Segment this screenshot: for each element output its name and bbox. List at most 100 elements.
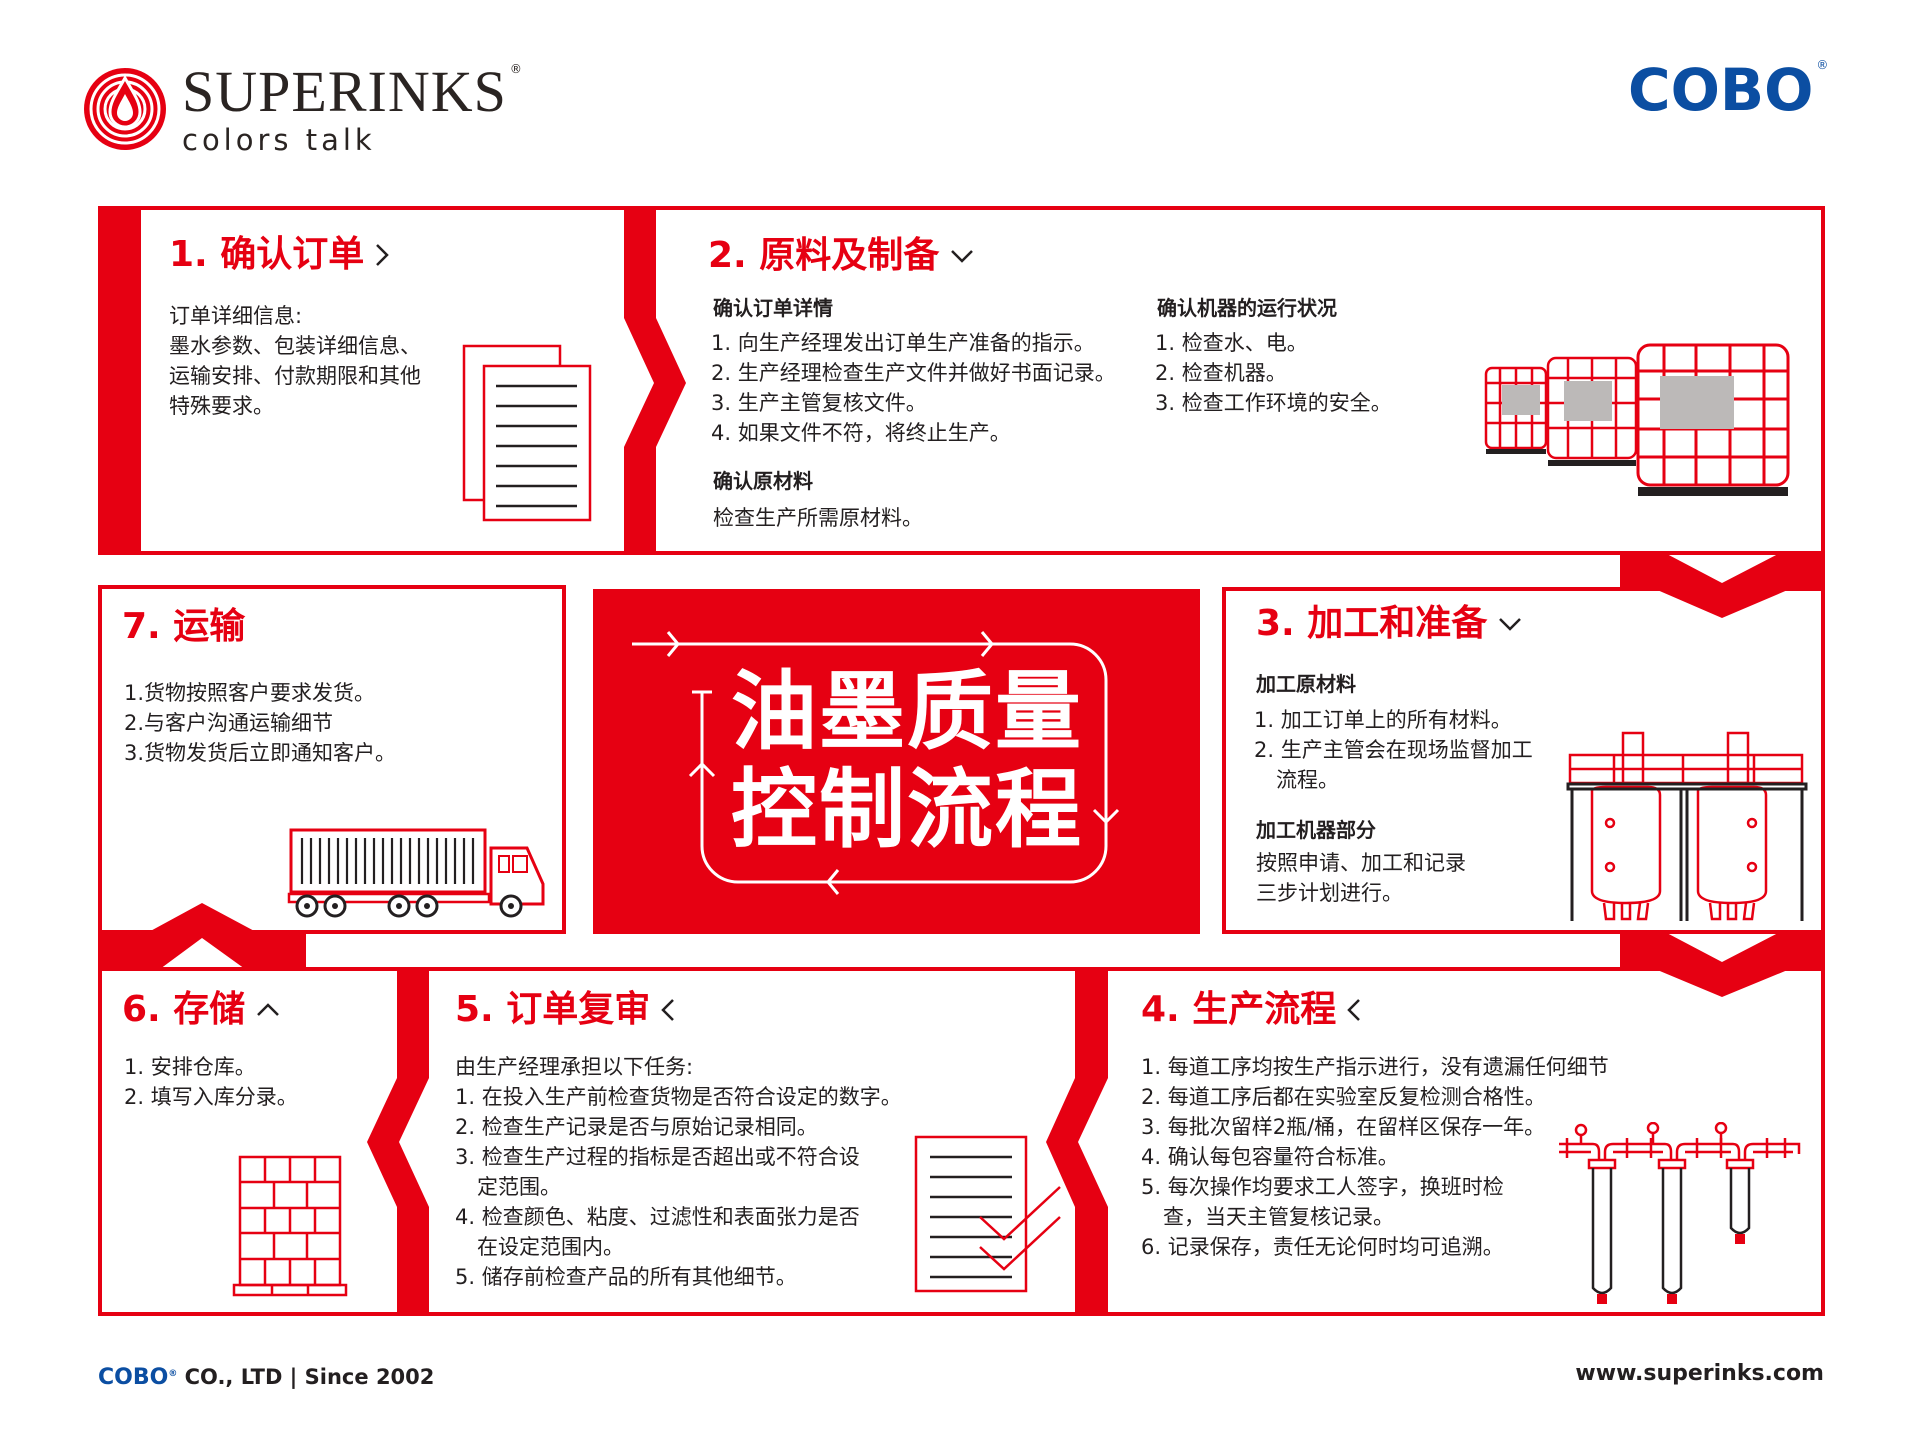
- list-item: 1. 安排仓库。: [124, 1055, 256, 1079]
- chevron-right-icon: [376, 244, 390, 266]
- step3-title: 3. 加工和准备: [1256, 604, 1523, 644]
- step5-title: 5. 订单复审: [455, 990, 676, 1030]
- cobo-logo: COBO ®: [1628, 58, 1828, 122]
- chevron-left-icon: [1347, 999, 1361, 1021]
- step1-details: 订单详细信息: 墨水参数、包装详细信息、 运输安排、付款期限和其他 特殊要求。: [169, 301, 421, 421]
- brand-name: SUPERINKS: [182, 59, 507, 124]
- step2-title-text: 2. 原料及制备: [708, 235, 940, 276]
- step2-title: 2. 原料及制备: [708, 236, 975, 276]
- list-item-continued: 流程。: [1276, 768, 1339, 792]
- left-bar: [98, 206, 141, 555]
- list-item: 6. 记录保存，责任无论何时均可追溯。: [1141, 1235, 1504, 1259]
- ink-drop-logo-icon: [84, 68, 166, 150]
- cycle-arrows: [632, 631, 1120, 895]
- chevron-left-icon: [661, 999, 675, 1021]
- center-title-line2: 控制流程: [731, 760, 1083, 860]
- raw-material-text: 检查生产所需原材料。: [713, 503, 923, 533]
- order-review-list: 由生产经理承担以下任务: 1. 在投入生产前检查货物是否符合设定的数字。 2. …: [455, 1052, 902, 1292]
- list-item: 1. 每道工序均按生产指示进行，没有遗漏任何细节: [1141, 1055, 1609, 1079]
- footer-company-text: CO., LTD | Since 2002: [184, 1365, 435, 1389]
- chevron-up-band: [98, 903, 306, 969]
- step6-title-text: 6. 存储: [122, 989, 246, 1030]
- list-item: 1. 加工订单上的所有材料。: [1254, 708, 1512, 732]
- list-item: 2. 检查机器。: [1155, 361, 1287, 385]
- box7-border: [98, 585, 566, 934]
- text-line: 运输安排、付款期限和其他: [169, 364, 421, 388]
- list-item: 2. 生产经理检查生产文件并做好书面记录。: [711, 361, 1116, 385]
- subheading: 加工机器部分: [1256, 818, 1376, 842]
- pallet-boxes-icon: [232, 1155, 348, 1297]
- list-item: 1.货物按照客户要求发货。: [124, 681, 376, 705]
- checklist-icon: [914, 1135, 1061, 1293]
- subheading: 确认订单详情: [713, 296, 833, 320]
- footer-registered-mark: ®: [168, 1369, 178, 1379]
- brand-name-row: SUPERINKS ®: [182, 62, 522, 122]
- registered-mark: ®: [509, 62, 522, 76]
- list-item: 3. 检查生产过程的指标是否超出或不符合设: [455, 1145, 860, 1169]
- list-item-continued: 查，当天主管复核记录。: [1163, 1205, 1394, 1229]
- list-item: 2.与客户沟通运输细节: [124, 711, 334, 735]
- subheading: 加工原材料: [1256, 672, 1356, 696]
- cobo-logo-text: COBO: [1628, 56, 1814, 124]
- superinks-logo: SUPERINKS ® colors talk: [82, 62, 562, 158]
- list-item: 1. 在投入生产前检查货物是否符合设定的数字。: [455, 1085, 902, 1109]
- subheading: 确认原材料: [713, 469, 813, 493]
- step5-title-text: 5. 订单复审: [455, 989, 651, 1030]
- text-line: 订单详细信息:: [169, 304, 303, 328]
- footer-website-link[interactable]: www.superinks.com: [1575, 1361, 1824, 1386]
- text-line: 由生产经理承担以下任务:: [455, 1055, 694, 1079]
- chevron-left-divider: [367, 967, 429, 1316]
- process-material-list: 1. 加工订单上的所有材料。 2. 生产主管会在现场监督加工 流程。: [1254, 705, 1533, 795]
- machine-check-list: 1. 检查水、电。 2. 检查机器。 3. 检查工作环境的安全。: [1155, 328, 1392, 418]
- chevron-left-divider: [1046, 967, 1108, 1316]
- step6-title: 6. 存储: [122, 990, 281, 1030]
- center-panel: [593, 589, 1200, 934]
- row3-border: [98, 967, 1825, 1316]
- text-line: 按照申请、加工和记录: [1256, 851, 1466, 875]
- footer-company: COBO® CO., LTD | Since 2002: [98, 1360, 434, 1392]
- list-item: 3. 检查工作环境的安全。: [1155, 391, 1392, 415]
- list-item: 4. 确认每包容量符合标准。: [1141, 1145, 1399, 1169]
- list-item: 1. 检查水、电。: [1155, 331, 1308, 355]
- text-line: 三步计划进行。: [1256, 881, 1403, 905]
- list-item: 3. 每批次留样2瓶/桶，在留样区保存一年。: [1141, 1115, 1546, 1139]
- processing-tanks-icon: [1566, 731, 1808, 921]
- list-item: 5. 储存前检查产品的所有其他细节。: [455, 1265, 797, 1289]
- chevron-right-divider: [624, 206, 686, 555]
- text-line: 墨水参数、包装详细信息、: [169, 334, 421, 358]
- subheading: 确认机器的运行状况: [1157, 296, 1337, 320]
- chevron-up-icon: [257, 1003, 280, 1016]
- truck-icon: [287, 828, 545, 918]
- step7-title: 7. 运输: [122, 607, 245, 647]
- center-title-line1: 油墨质量: [731, 662, 1083, 762]
- step7-title-text: 7. 运输: [122, 606, 246, 647]
- chevron-down-icon: [1499, 618, 1522, 631]
- production-process-list: 1. 每道工序均按生产指示进行，没有遗漏任何细节 2. 每道工序后都在实验室反复…: [1141, 1052, 1609, 1262]
- list-item: 3. 生产主管复核文件。: [711, 391, 927, 415]
- list-item: 1. 向生产经理发出订单生产准备的指示。: [711, 331, 1095, 355]
- text-line: 检查生产所需原材料。: [713, 506, 923, 530]
- footer-cobo-logo: COBO: [98, 1365, 169, 1390]
- list-item: 2. 填写入库分录。: [124, 1085, 298, 1109]
- list-item: 4. 检查颜色、粘度、过滤性和表面张力是否: [455, 1205, 860, 1229]
- shipping-list: 1.货物按照客户要求发货。 2.与客户沟通运输细节 3.货物发货后立即通知客户。: [124, 678, 396, 768]
- text-line: 特殊要求。: [169, 394, 274, 418]
- list-item: 2. 每道工序后都在实验室反复检测合格性。: [1141, 1085, 1546, 1109]
- list-item: 4. 如果文件不符，将终止生产。: [711, 421, 1011, 445]
- list-item: 3.货物发货后立即通知客户。: [124, 741, 397, 765]
- step1-title: 1. 确认订单: [169, 235, 390, 275]
- cobo-registered-mark: ®: [1816, 58, 1829, 72]
- list-item-continued: 在设定范围内。: [477, 1235, 624, 1259]
- list-item-continued: 定范围。: [477, 1175, 561, 1199]
- document-icon: [462, 344, 592, 522]
- step3-title-text: 3. 加工和准备: [1256, 603, 1488, 644]
- list-item: 2. 生产主管会在现场监督加工: [1254, 738, 1533, 762]
- order-detail-list: 1. 向生产经理发出订单生产准备的指示。 2. 生产经理检查生产文件并做好书面记…: [711, 328, 1116, 448]
- step1-title-text: 1. 确认订单: [169, 234, 365, 275]
- ibc-tank-icon: [1484, 343, 1790, 496]
- step4-title: 4. 生产流程: [1141, 990, 1362, 1030]
- machine-section-text: 按照申请、加工和记录 三步计划进行。: [1256, 848, 1466, 908]
- list-item: 2. 检查生产记录是否与原始记录相同。: [455, 1115, 818, 1139]
- chevron-down-band: [1620, 553, 1825, 618]
